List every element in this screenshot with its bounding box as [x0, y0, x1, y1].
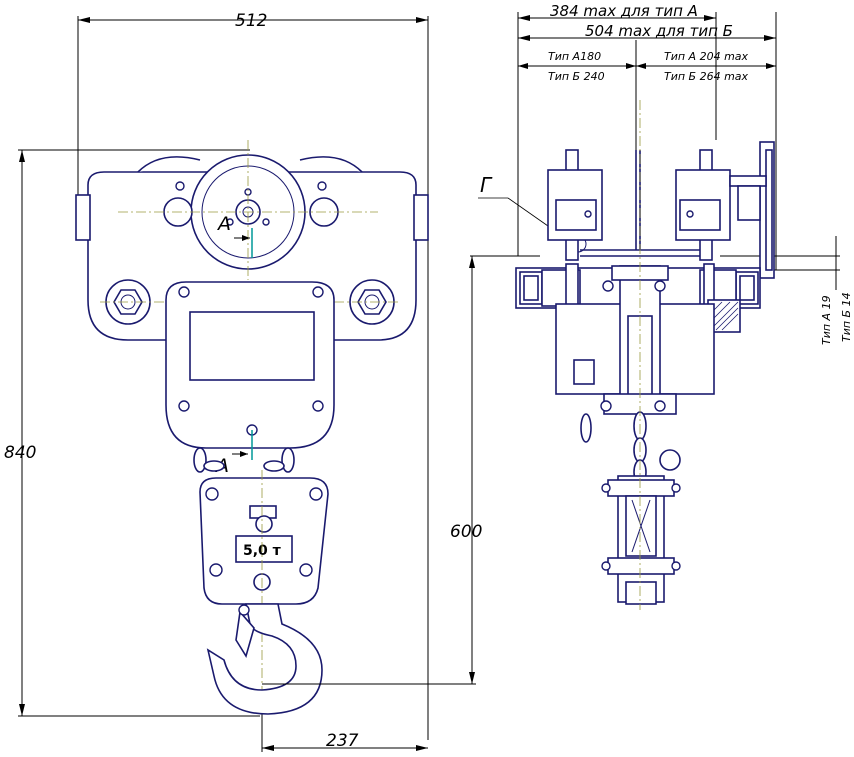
- dim-typeA-right: Тип А 204 max: [664, 50, 749, 63]
- dim-typeA-vert: Тип А 19: [820, 295, 833, 345]
- section-label-top: А: [216, 213, 231, 235]
- dim-typeB-right: Тип Б 264 max: [664, 70, 749, 83]
- dim-height-840: 840: [4, 443, 36, 463]
- dim-height-600: 600: [450, 522, 482, 542]
- detail-label: Г: [480, 173, 493, 197]
- dim-typeB-vert: Тип Б 14: [840, 292, 853, 342]
- dim-typeB-left: Тип Б 240: [548, 70, 605, 83]
- side-chain: [633, 411, 681, 485]
- front-chains: [193, 447, 295, 473]
- dim-offset-237: 237: [326, 731, 359, 751]
- side-view: 384 max для тип А 504 max для тип Б Тип …: [262, 2, 853, 685]
- front-view: 512 840 237: [4, 11, 429, 752]
- dim-typeB-max: 504 max для тип Б: [585, 22, 733, 40]
- dim-typeA-max: 384 max для тип А: [550, 2, 698, 20]
- capacity-plate: [235, 535, 293, 563]
- dim-width-512: 512: [235, 11, 267, 31]
- dim-typeA-left: Тип А180: [548, 50, 601, 63]
